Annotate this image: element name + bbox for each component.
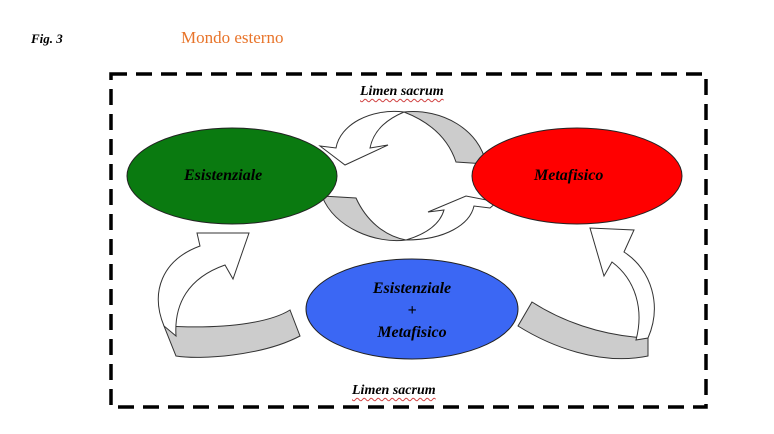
combined-line-3: Metafisico <box>377 324 447 341</box>
limen-border <box>109 72 708 409</box>
existential-label: Esistenziale <box>184 167 263 184</box>
metaphysical-oval <box>471 127 683 225</box>
metaphysical-label: Metafisico <box>534 167 604 184</box>
top-cycle-arrow <box>318 110 487 166</box>
outer-world-title: Mondo esterno <box>181 28 284 47</box>
figure-label: Fig. 3 <box>31 31 63 46</box>
combined-line-1: Esistenziale <box>372 280 452 297</box>
combined-line-2: + <box>407 302 417 319</box>
limen-bottom-label: Limen sacrum <box>352 383 436 398</box>
left-upward-arrow <box>157 232 301 358</box>
combined-label: Esistenziale + Metafisico <box>332 278 492 344</box>
limen-top-label: Limen sacrum <box>360 84 444 99</box>
existential-oval <box>126 127 338 225</box>
combined-oval <box>305 258 519 360</box>
bottom-cycle-arrow <box>321 195 499 242</box>
right-upward-arrow <box>517 227 655 360</box>
